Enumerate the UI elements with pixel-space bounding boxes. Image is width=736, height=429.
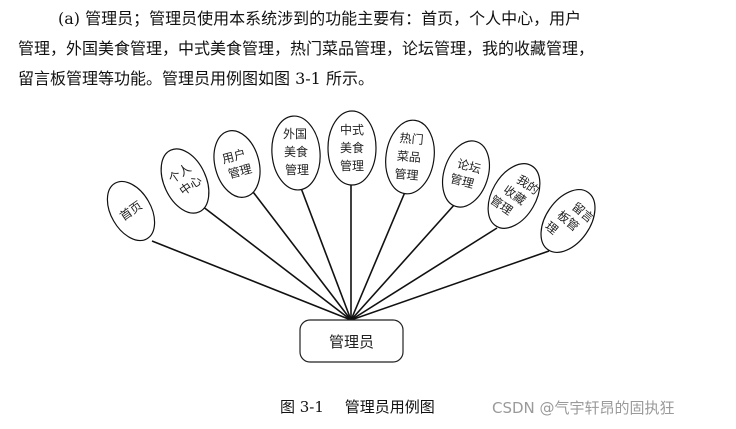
- svg-text:论坛: 论坛: [456, 157, 483, 177]
- use-case-personal-center: 个人 中心: [160, 148, 210, 214]
- use-case-hot-dishes: 热门 菜品 管理: [385, 119, 435, 195]
- svg-text:管理: 管理: [449, 170, 476, 191]
- figure-caption: 图 3-1 管理员用例图: [280, 396, 435, 417]
- use-case-forum: 论坛 管理: [441, 140, 491, 208]
- figure-title: 管理员用例图: [344, 398, 435, 416]
- svg-text:管理: 管理: [285, 162, 309, 177]
- use-case-home: 首页: [106, 180, 156, 242]
- actor-box: 管理员: [299, 319, 404, 363]
- use-case-message-board: 留言 板管 理: [540, 189, 597, 253]
- watermark: CSDN @气宇轩昂的固执狂: [492, 399, 675, 417]
- svg-text:用户: 用户: [220, 146, 247, 167]
- svg-text:热门: 热门: [399, 130, 424, 147]
- actor-label: 管理员: [329, 333, 374, 351]
- use-case-my-favorites: 我的 收藏 管理: [487, 163, 542, 229]
- use-case-user-management: 用户 管理: [213, 130, 261, 198]
- svg-text:外国: 外国: [283, 127, 307, 141]
- use-case-chinese-food: 中式 美食 管理: [327, 110, 377, 186]
- svg-text:管理: 管理: [394, 166, 419, 183]
- svg-text:美食: 美食: [340, 140, 364, 155]
- paragraph-line-3: 留言板管理等功能。管理员用例图如图 3-1 所示。: [18, 69, 374, 88]
- body-paragraph: (a) 管理员；管理员使用本系统涉到的功能主要有：首页，个人中心，用户 管理，外…: [18, 4, 718, 94]
- svg-text:管理: 管理: [226, 161, 253, 182]
- association-lines: [151, 184, 550, 321]
- paragraph-line-2: 管理，外国美食管理，中式美食管理，热门菜品管理，论坛管理，我的收藏管理，: [18, 39, 595, 58]
- svg-text:菜品: 菜品: [396, 149, 421, 165]
- svg-text:中式: 中式: [340, 122, 364, 137]
- use-case-foreign-food: 外国 美食 管理: [271, 115, 321, 191]
- svg-text:管理: 管理: [340, 158, 364, 173]
- paragraph-line-1: (a) 管理员；管理员使用本系统涉到的功能主要有：首页，个人中心，用户: [58, 9, 582, 28]
- svg-text:美食: 美食: [284, 144, 308, 159]
- figure-number: 图 3-1: [280, 398, 324, 416]
